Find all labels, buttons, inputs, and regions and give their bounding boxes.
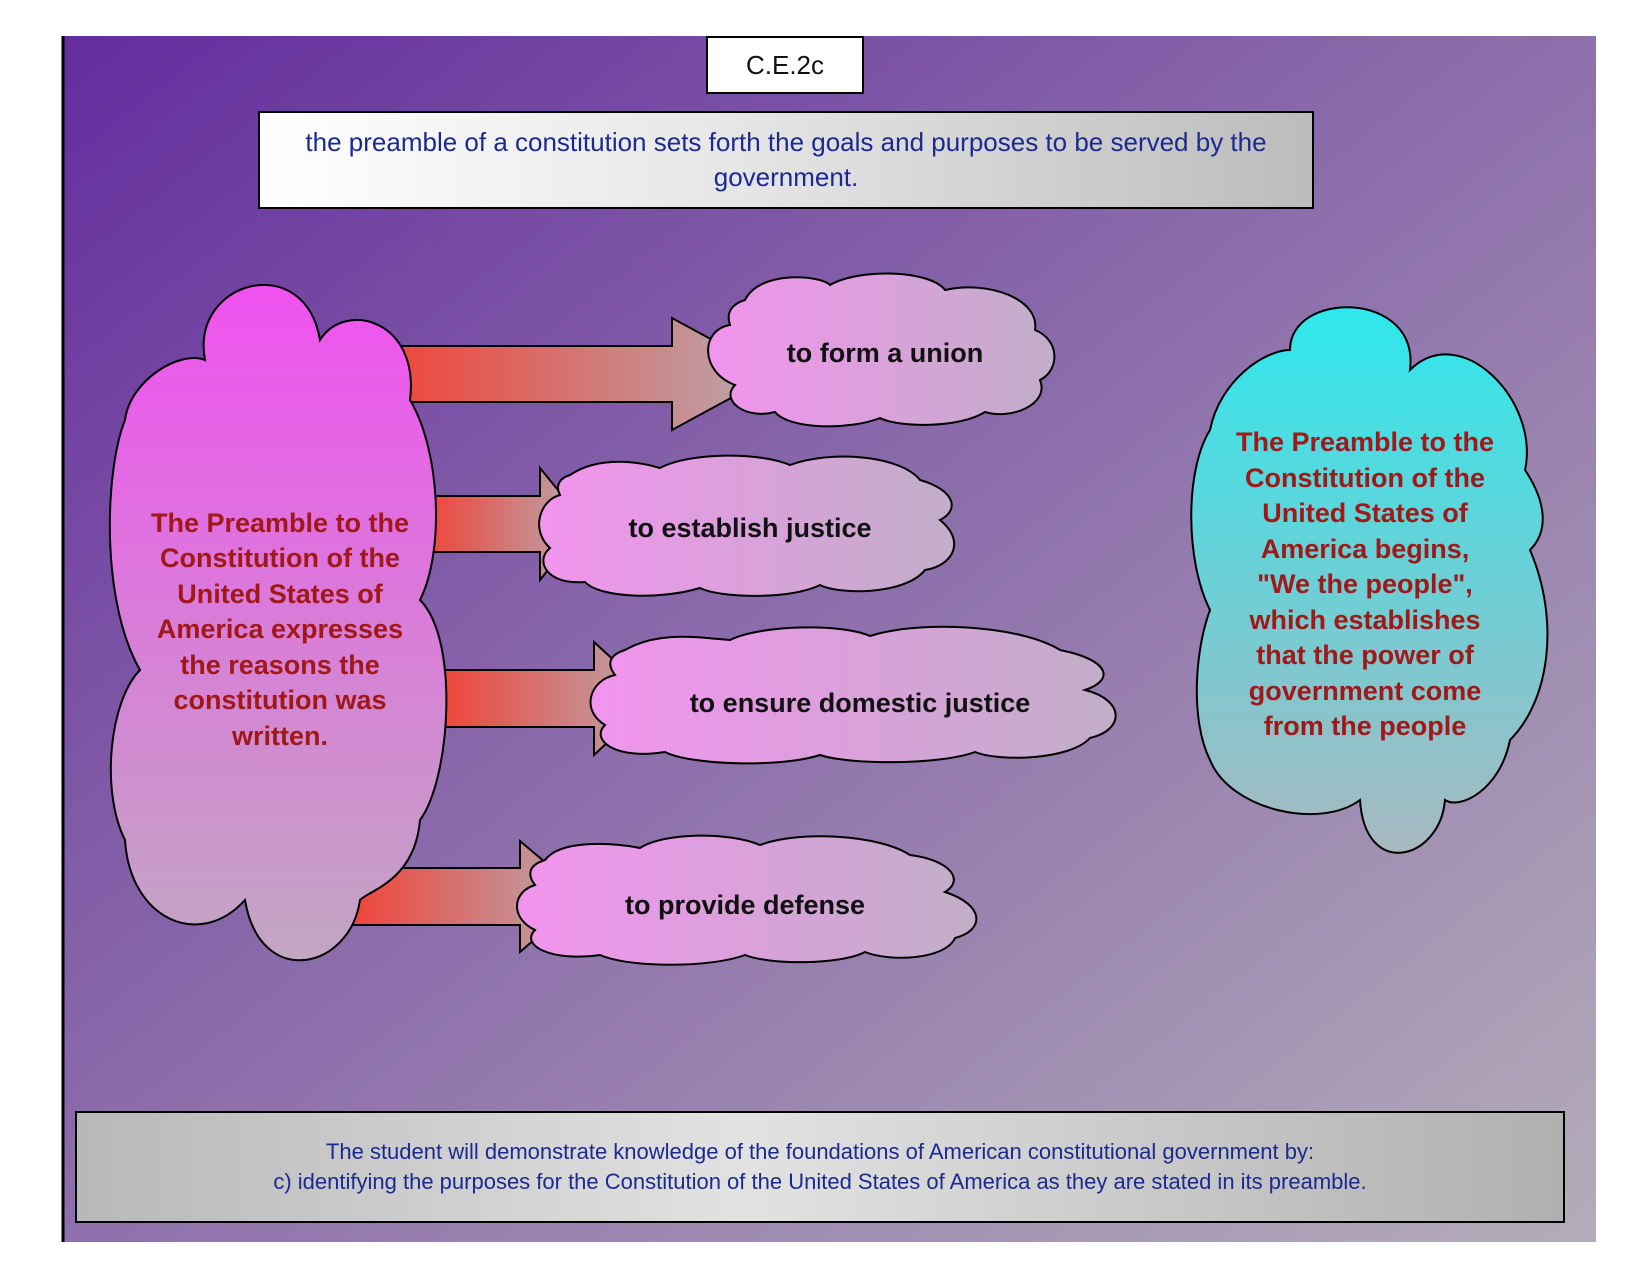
top-statement-text: the preamble of a constitution sets fort… bbox=[305, 127, 1267, 192]
bottom-statement-line1: The student will demonstrate knowledge o… bbox=[325, 1139, 1315, 1164]
purpose-cloud-2: to establish justice bbox=[560, 495, 940, 561]
standard-code-label: C.E.2c bbox=[706, 36, 864, 94]
left-cloud-text: The Preamble to the Constitution of the … bbox=[150, 507, 410, 751]
standard-code-text: C.E.2c bbox=[745, 49, 825, 80]
purpose-label: to provide defense bbox=[624, 889, 866, 920]
purpose-cloud-1: to form a union bbox=[720, 320, 1050, 386]
right-cloud: The Preamble to the Constitution of the … bbox=[1235, 370, 1495, 800]
purpose-cloud-2-shape bbox=[538, 454, 956, 597]
top-statement-box: the preamble of a constitution sets fort… bbox=[258, 111, 1314, 209]
left-cloud: The Preamble to the Constitution of the … bbox=[150, 470, 410, 790]
purpose-cloud-3-shape bbox=[589, 625, 1117, 765]
purpose-cloud-3: to ensure domestic justice bbox=[615, 670, 1105, 736]
left-cloud-shape bbox=[108, 283, 448, 961]
purpose-cloud-1-shape bbox=[707, 272, 1056, 428]
purpose-cloud-4: to provide defense bbox=[545, 872, 945, 938]
purpose-label: to form a union bbox=[786, 337, 984, 368]
purpose-label: to establish justice bbox=[628, 512, 872, 543]
right-cloud-text: The Preamble to the Constitution of the … bbox=[1235, 427, 1495, 742]
bottom-statement-line2: c) identifying the purposes for the Cons… bbox=[273, 1169, 1367, 1194]
arrow-to-union bbox=[384, 316, 778, 432]
purpose-cloud-4-shape bbox=[516, 834, 978, 966]
purpose-label: to ensure domestic justice bbox=[689, 687, 1031, 718]
bottom-statement-box: The student will demonstrate knowledge o… bbox=[75, 1111, 1565, 1223]
right-cloud-shape bbox=[1190, 306, 1549, 854]
